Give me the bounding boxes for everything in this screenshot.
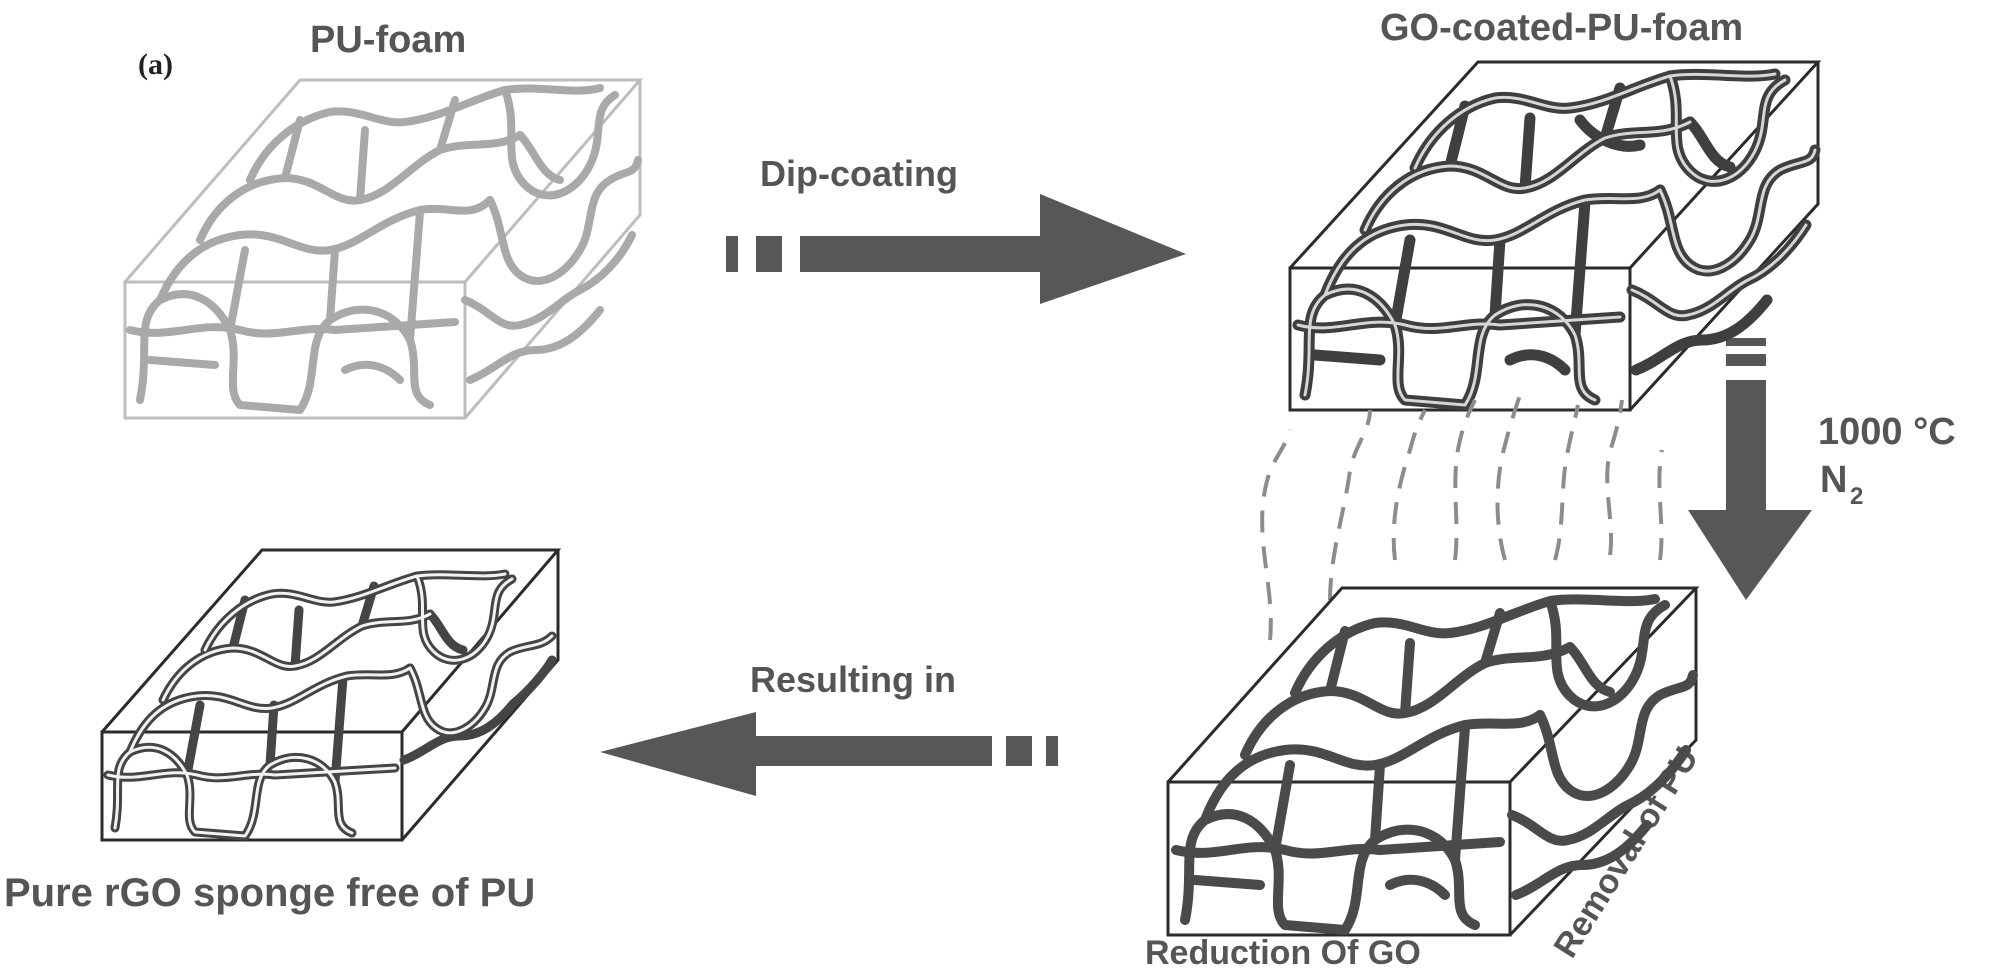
panel-label: (a) [138, 48, 173, 81]
resulting-in-label: Resulting in [750, 659, 956, 700]
arrow-dash [1726, 338, 1766, 346]
reduced-foam-block [1166, 586, 1700, 937]
dip-coating-arrow [726, 194, 1186, 304]
rgo-sponge-title: Pure rGO sponge free of PU [4, 871, 535, 915]
go-coated-title: GO-coated-PU-foam [1380, 7, 1743, 49]
gas-subscript: 2 [1850, 483, 1863, 510]
arrow-dash [1726, 354, 1766, 366]
arrow-dash [1046, 736, 1058, 766]
arrow-dash [756, 236, 782, 272]
arrow-dash [1006, 736, 1032, 766]
pu-foam-block [123, 78, 644, 420]
rgo-sponge-block [100, 548, 562, 842]
arrow-body [1688, 380, 1812, 600]
go-coated-foam-block [1288, 60, 1822, 412]
gas-symbol: N [1820, 459, 1847, 501]
decomposition-gas-streams [1260, 394, 1664, 641]
reduction-label: Reduction Of GO [1145, 934, 1421, 972]
arrow-body [800, 194, 1186, 304]
resulting-in-arrow [600, 712, 1058, 796]
dip-coating-label: Dip-coating [760, 153, 958, 194]
heating-arrow [1688, 338, 1812, 600]
gas-label: N 2 [1820, 459, 1863, 510]
pu-foam-title: PU-foam [310, 19, 466, 61]
arrow-body [600, 712, 992, 796]
arrow-dash [726, 236, 738, 272]
temperature-label: 1000 °C [1818, 411, 1956, 453]
